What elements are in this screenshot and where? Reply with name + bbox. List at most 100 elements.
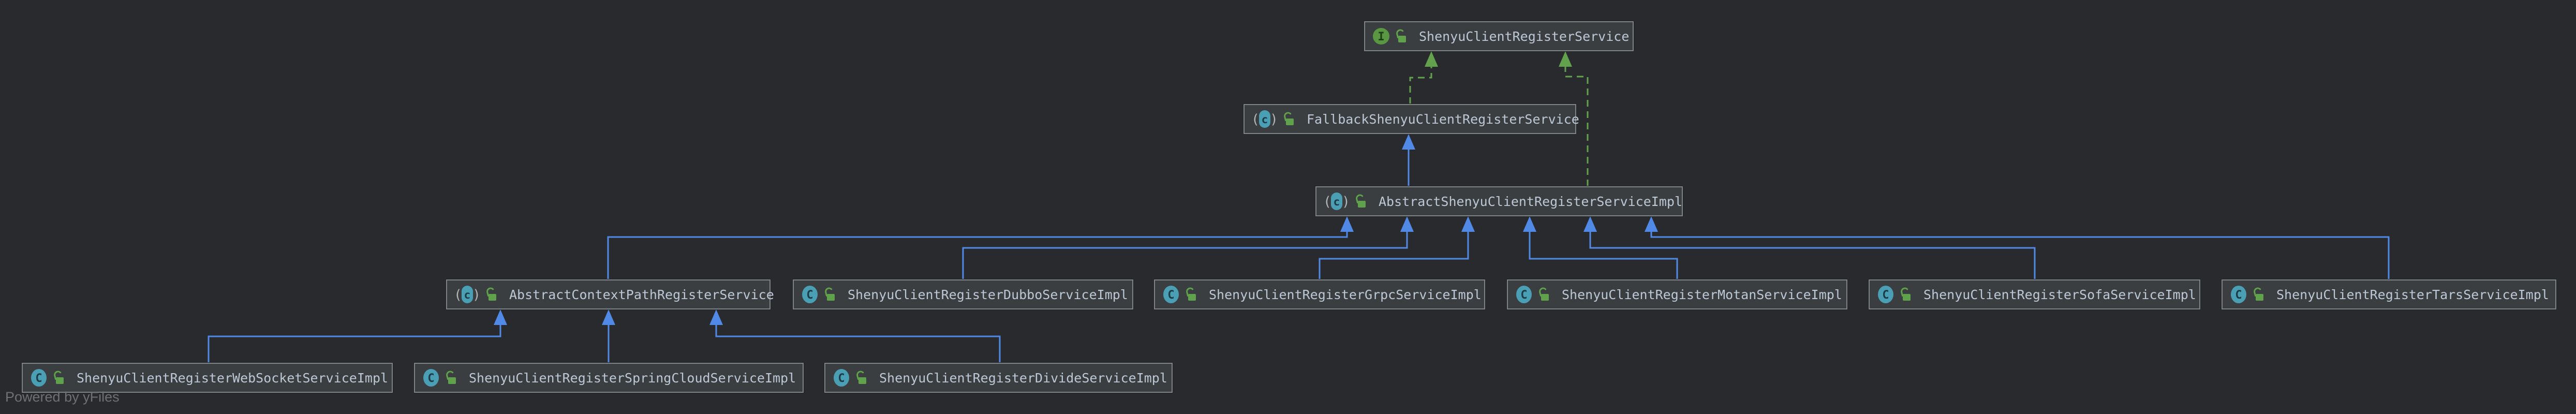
class-name-label: ShenyuClientRegisterGrpcServiceImpl (1209, 287, 1482, 302)
class-node-tars[interactable]: C ShenyuClientRegisterTarsServiceImpl (2222, 279, 2556, 309)
abstract-class-icon-wrap: (c) (454, 284, 480, 305)
class-name-label: AbstractContextPathRegisterService (509, 287, 774, 302)
extends-arrowhead (1461, 216, 1475, 232)
extends-arrowhead (602, 309, 615, 325)
class-node-grpc[interactable]: C ShenyuClientRegisterGrpcServiceImpl (1154, 279, 1485, 309)
public-lock-icon (1284, 112, 1294, 125)
class-node-sofa[interactable]: C ShenyuClientRegisterSofaServiceImpl (1869, 279, 2200, 309)
svg-text:c: c (1334, 196, 1340, 208)
abstract-class-icon: (c) (454, 286, 480, 303)
class-name-label: ShenyuClientRegisterTarsServiceImpl (2276, 287, 2549, 302)
extends-arrowhead (1402, 134, 1415, 150)
class-name-label: ShenyuClientRegisterDubboServiceImpl (848, 287, 1128, 302)
svg-text:I: I (1378, 31, 1384, 43)
svg-text:): ) (1270, 112, 1278, 127)
extends-arrowhead (709, 309, 723, 325)
extends-edge-dubbo-to-abstractImpl (962, 231, 1408, 279)
class-icon-wrap: C (2230, 284, 2247, 305)
class-icon: C (31, 369, 47, 387)
public-lock-icon (856, 371, 866, 384)
class-icon-wrap: C (1877, 284, 1894, 305)
implements-arrowhead (1559, 51, 1572, 67)
public-lock-icon (1396, 29, 1406, 42)
yfiles-watermark: Powered by yFiles (5, 389, 120, 405)
public-lock-icon-wrap (1899, 286, 1912, 303)
class-name-label: ShenyuClientRegisterDivideServiceImpl (879, 370, 1167, 386)
public-lock-icon-wrap (1354, 193, 1367, 210)
class-icon: C (834, 369, 849, 387)
public-lock-icon-wrap (1537, 286, 1550, 303)
extends-edge-contextPath-to-abstractImpl (607, 231, 1348, 279)
public-lock-icon (486, 287, 496, 301)
public-lock-icon (1539, 287, 1549, 301)
abstract-class-icon-wrap: (c) (1324, 191, 1350, 212)
svg-text:): ) (1342, 194, 1350, 210)
public-lock-icon (446, 371, 456, 384)
public-lock-icon-wrap (444, 369, 457, 386)
svg-text:C: C (1167, 289, 1174, 302)
class-name-label: ShenyuClientRegisterSofaServiceImpl (1923, 287, 2196, 302)
class-name-label: FallbackShenyuClientRegisterService (1307, 111, 1579, 127)
class-node-fallback[interactable]: (c) FallbackShenyuClientRegisterService (1243, 104, 1579, 134)
class-node-contextPath[interactable]: (c) AbstractContextPathRegisterService (446, 279, 774, 309)
svg-text:C: C (35, 372, 42, 385)
extends-edge-websocket-to-contextPath (208, 324, 501, 363)
class-node-service[interactable]: I ShenyuClientRegisterService (1364, 21, 1634, 51)
abstract-class-icon: (c) (1252, 110, 1278, 128)
public-lock-icon (1356, 194, 1366, 208)
svg-text:(: ( (1324, 194, 1331, 210)
extends-arrowhead (1645, 216, 1658, 232)
svg-text:(: ( (1252, 112, 1260, 127)
svg-text:): ) (472, 287, 480, 303)
class-node-springcloud[interactable]: C ShenyuClientRegisterSpringCloudServiceI… (414, 363, 804, 393)
public-lock-icon-wrap (1394, 28, 1408, 45)
svg-text:c: c (1262, 113, 1268, 126)
extends-edge-sofa-to-abstractImpl (1589, 231, 2036, 279)
extends-arrowhead (494, 309, 507, 325)
class-icon: C (2231, 286, 2246, 303)
extends-arrowhead (1583, 216, 1597, 232)
class-name-label: ShenyuClientRegisterSpringCloudServiceIm… (469, 370, 796, 386)
class-icon: C (1163, 286, 1179, 303)
class-name-label: ShenyuClientRegisterService (1419, 28, 1630, 44)
class-node-dubbo[interactable]: C ShenyuClientRegisterDubboServiceImpl (793, 279, 1133, 309)
svg-text:C: C (2235, 289, 2242, 302)
public-lock-icon-wrap (52, 369, 65, 386)
class-node-divide[interactable]: C ShenyuClientRegisterDivideServiceImpl (824, 363, 1173, 393)
class-icon: C (1516, 286, 1532, 303)
abstract-class-icon-wrap: (c) (1252, 109, 1278, 129)
svg-text:C: C (838, 372, 845, 385)
svg-text:(: ( (454, 287, 462, 303)
implements-edge-abstractImpl-to-service (1564, 66, 1589, 186)
public-lock-icon-wrap (1282, 111, 1295, 127)
class-node-abstractImpl[interactable]: (c)AbstractShenyuClientRegisterServiceIm… (1315, 186, 1683, 216)
public-lock-icon (1901, 287, 1911, 301)
class-name-label: ShenyuClientRegisterWebSocketServiceImpl (77, 370, 389, 386)
class-node-websocket[interactable]: C ShenyuClientRegisterWebSocketServiceImp… (22, 363, 393, 393)
extends-edge-grpc-to-abstractImpl (1319, 231, 1469, 279)
class-icon: C (802, 286, 818, 303)
public-lock-icon (1186, 287, 1196, 301)
svg-text:C: C (1520, 289, 1527, 302)
class-icon-wrap: C (30, 367, 48, 388)
extends-arrowhead (1340, 216, 1354, 232)
svg-text:C: C (1882, 289, 1889, 302)
class-icon: C (423, 369, 439, 387)
public-lock-icon (2254, 287, 2263, 301)
public-lock-icon (825, 287, 835, 301)
implements-edge-fallback-to-service (1409, 66, 1432, 104)
class-icon-wrap: C (1515, 284, 1533, 305)
extends-edge-motan-to-abstractImpl (1529, 231, 1678, 279)
public-lock-icon-wrap (2252, 286, 2265, 303)
interface-icon: I (1373, 28, 1389, 45)
extends-edge-divide-to-contextPath (715, 324, 1001, 363)
public-lock-icon-wrap (1184, 286, 1197, 303)
class-icon-wrap: C (801, 284, 819, 305)
public-lock-icon (54, 371, 64, 384)
class-icon-wrap: C (1162, 284, 1180, 305)
class-icon-wrap: C (422, 367, 440, 388)
public-lock-icon-wrap (484, 286, 498, 303)
